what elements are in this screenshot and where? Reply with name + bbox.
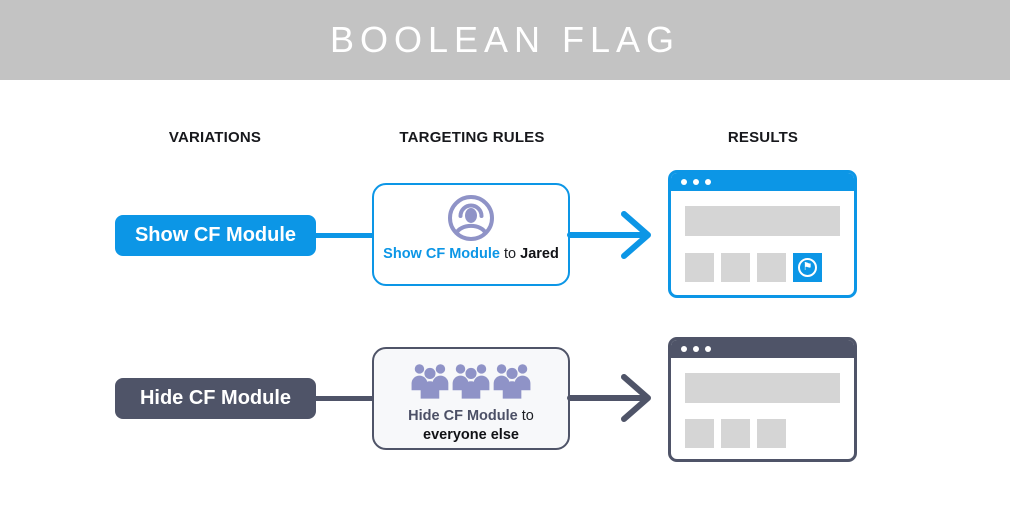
browser-titlebar [671,173,854,191]
rule-flag-name: Show CF Module [383,246,500,262]
module-placeholder [757,419,786,448]
rule-audience: Jared [520,246,559,262]
rule-text-hide: Hide CF Module to everyone else [408,407,534,445]
result-browser-show: ⚑ [668,170,857,298]
module-placeholder [685,253,714,282]
users-crowd-icon [407,362,535,404]
window-dot-icon [681,346,687,352]
browser-titlebar [671,340,854,358]
content-placeholder-banner [685,373,840,403]
window-dot-icon [705,179,711,185]
variation-pill-hide-label: Hide CF Module [139,387,292,409]
window-dot-icon [681,179,687,185]
window-dot-icon [693,346,699,352]
module-row: ⚑ [685,253,854,282]
module-placeholder [757,253,786,282]
result-browser-hide [668,337,857,462]
column-label-targeting-rules: TARGETING RULES [399,129,545,146]
header-banner: BOOLEAN FLAG [0,0,1010,80]
content-placeholder-banner [685,206,840,236]
targeting-rule-card-hide: Hide CF Module to everyone else [372,347,570,450]
connector-line-hide [314,396,374,401]
rule-text-show: Show CF Module to Jared [383,245,559,264]
arrow-icon-hide [567,374,651,422]
window-dot-icon [693,179,699,185]
column-label-results: RESULTS [727,129,799,146]
user-circle-icon [446,194,496,242]
variation-pill-show-label: Show CF Module [134,224,297,246]
module-placeholder [685,419,714,448]
variation-pill-hide: Hide CF Module [115,378,316,419]
window-dot-icon [705,346,711,352]
rule-audience: everyone else [423,426,519,443]
connector-line-show [314,233,374,238]
rule-flag-name: Hide CF Module [408,408,518,424]
cf-module-tile: ⚑ [793,253,822,282]
page-title: BOOLEAN FLAG [329,19,681,60]
module-placeholder [721,419,750,448]
flag-glyph: ⚑ [802,261,813,273]
targeting-rule-card-show: Show CF Module to Jared [372,183,570,286]
variation-pill-show: Show CF Module [115,215,316,256]
module-placeholder [721,253,750,282]
flag-icon: ⚑ [798,258,817,277]
arrow-icon-show [567,211,651,259]
column-label-variations: VARIATIONS [168,129,262,146]
rule-connector-word: to [521,408,534,424]
rule-connector-word: to [504,246,517,262]
module-row [685,419,854,448]
